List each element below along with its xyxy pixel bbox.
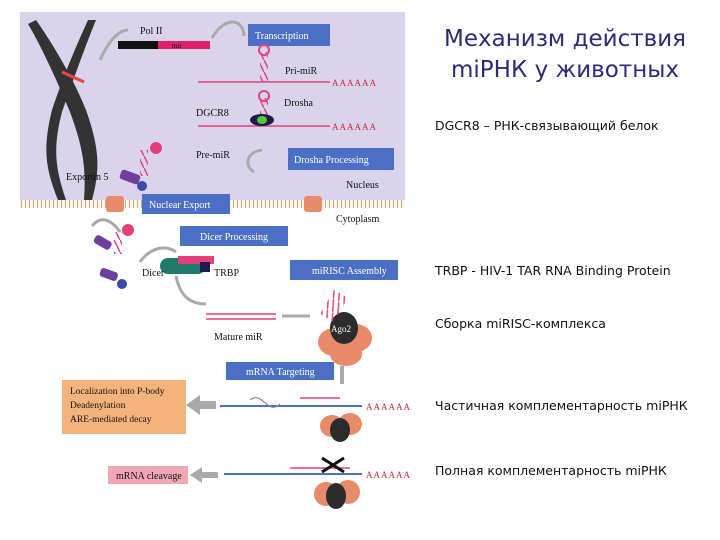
nuclear-export-label: Nuclear Export — [149, 200, 211, 211]
mrna-targeting-step — [226, 362, 334, 380]
ago2-label: Ago2 — [331, 324, 351, 334]
note-partial-complementarity: Частичная комплементарность miРНК — [435, 398, 688, 413]
mirisc-assembly-label: miRISC Assembly — [312, 266, 387, 277]
drosha-processing-label: Drosha Processing — [294, 155, 369, 166]
ago2-complex — [318, 289, 372, 366]
mrna-targeting-label: mRNA Targeting — [246, 367, 315, 378]
dicer-label: Dicer — [142, 268, 165, 279]
pri-mir-label: Pri-miR — [285, 66, 318, 77]
note-full-complementarity: Полная комплементарность miРНК — [435, 463, 667, 478]
exportin-protein — [119, 169, 141, 185]
polya-drosha: AAAAAA — [332, 122, 377, 132]
nuclear-export-step — [142, 194, 230, 214]
mir-gene-label: mir — [172, 42, 182, 50]
outcome-box — [62, 380, 186, 434]
ago2-complex-full — [314, 480, 360, 509]
dicer-processing-step — [180, 226, 288, 246]
polya-pri-mir: AAAAAA — [332, 78, 377, 88]
slide-title: Механизм действия miРНК у животных — [444, 26, 686, 83]
note-trbp: TRBP - HIV-1 TAR RNA Binding Protein — [435, 263, 671, 278]
polya-full: AAAAAA — [366, 470, 411, 480]
pre-mir-label: Pre-miR — [196, 150, 230, 161]
note-mirisc-assembly: Сборка miRISC-комплекса — [435, 316, 606, 331]
polya-partial: AAAAAA — [366, 402, 411, 412]
chromosome-icon — [28, 20, 98, 200]
cytoplasm-label: Cytoplasm — [336, 214, 380, 225]
mature-mir-label: Mature miR — [214, 332, 263, 343]
drosha-processing-step — [288, 148, 394, 170]
mrna-cleavage-step — [108, 466, 188, 484]
mirisc-assembly-step — [290, 260, 398, 280]
dgcr8-label: DGCR8 — [196, 108, 229, 119]
outcome-line-3: ARE-mediated decay — [70, 415, 152, 425]
note-dgcr8: DGCR8 – РНК-связывающий белок — [435, 118, 659, 133]
nucleus-label: Nucleus — [346, 180, 379, 191]
transcription-step — [248, 24, 330, 46]
trbp-label: TRBP — [214, 268, 239, 279]
outcome-line-1: Localization into P-body — [70, 387, 165, 397]
outcome-line-2: Deadenylation — [70, 401, 126, 411]
dicer-processing-label: Dicer Processing — [200, 232, 268, 243]
drosha-label: Drosha — [284, 98, 313, 109]
ago2-complex-partial — [320, 413, 362, 442]
pol2-label: Pol II — [140, 26, 163, 37]
mrna-cleavage-label: mRNA cleavage — [116, 471, 182, 482]
transcription-step-label: Transcription — [255, 31, 309, 42]
exportin-label: Exportin 5 — [66, 172, 109, 183]
